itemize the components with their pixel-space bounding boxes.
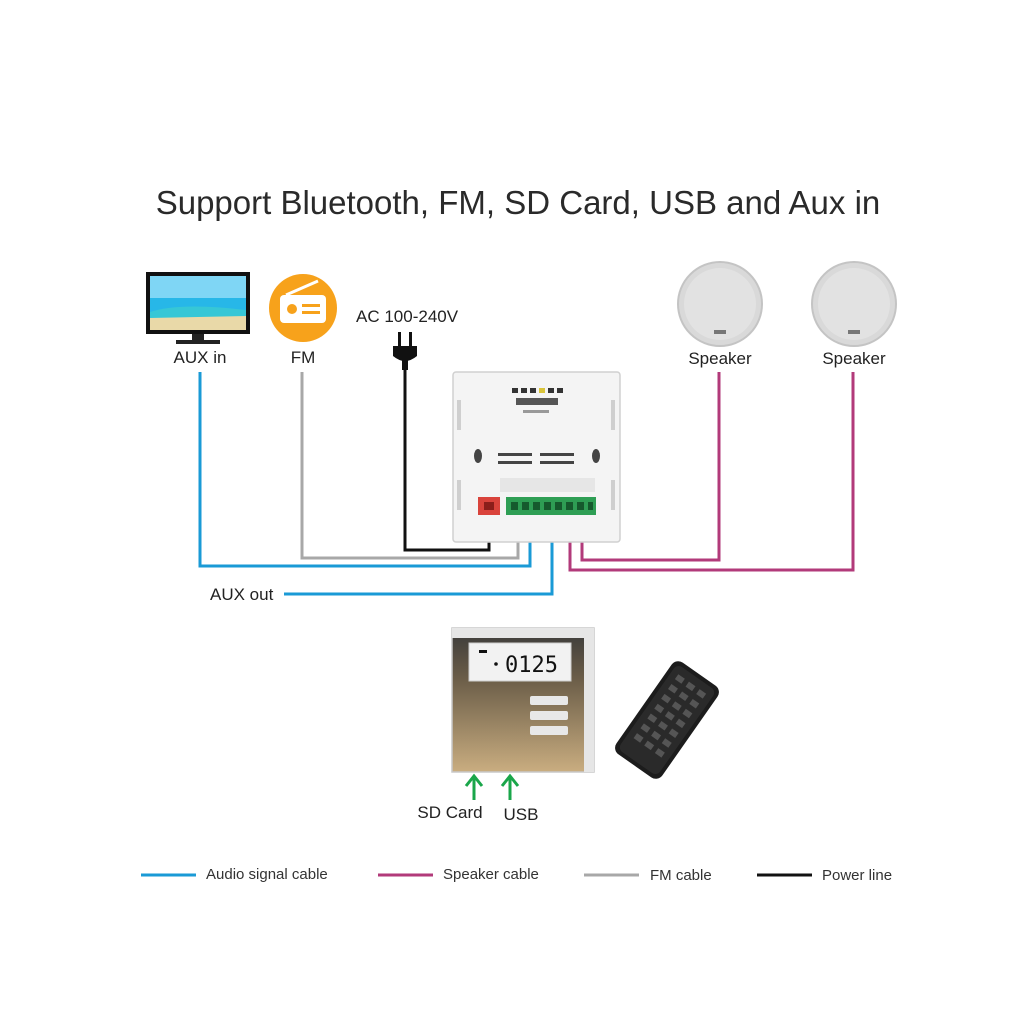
plug-icon xyxy=(393,332,417,370)
legend-label-power: Power line xyxy=(822,867,892,884)
remote-control-icon xyxy=(615,661,719,779)
speaker-icon xyxy=(677,261,763,347)
sd-card-label: SD Card xyxy=(417,803,482,822)
control-panel: 0125 xyxy=(451,627,595,773)
speaker-label-1: Speaker xyxy=(688,349,752,368)
sd-card-arrow-icon xyxy=(464,773,484,800)
speaker-icon xyxy=(811,261,897,347)
panel-button[interactable] xyxy=(530,696,568,705)
legend-label-speaker: Speaker cable xyxy=(443,866,539,883)
lcd-display: 0125 xyxy=(505,653,558,678)
legend-label-fm: FM cable xyxy=(650,867,712,884)
legend: Audio signal cable Speaker cable FM cabl… xyxy=(141,866,892,884)
page-title: Support Bluetooth, FM, SD Card, USB and … xyxy=(156,184,881,221)
tv-icon xyxy=(146,272,250,344)
panel-button[interactable] xyxy=(530,726,568,735)
usb-label: USB xyxy=(504,805,539,824)
amplifier-module xyxy=(452,371,621,543)
panel-button[interactable] xyxy=(530,711,568,720)
legend-label-audio: Audio signal cable xyxy=(206,866,328,883)
radio-icon xyxy=(269,274,337,342)
power-label: AC 100-240V xyxy=(356,307,459,326)
fm-label: FM xyxy=(291,348,316,367)
aux-in-label: AUX in xyxy=(174,348,227,367)
usb-arrow-icon xyxy=(500,773,520,800)
speaker-label-2: Speaker xyxy=(822,349,886,368)
aux-out-label: AUX out xyxy=(210,585,274,604)
